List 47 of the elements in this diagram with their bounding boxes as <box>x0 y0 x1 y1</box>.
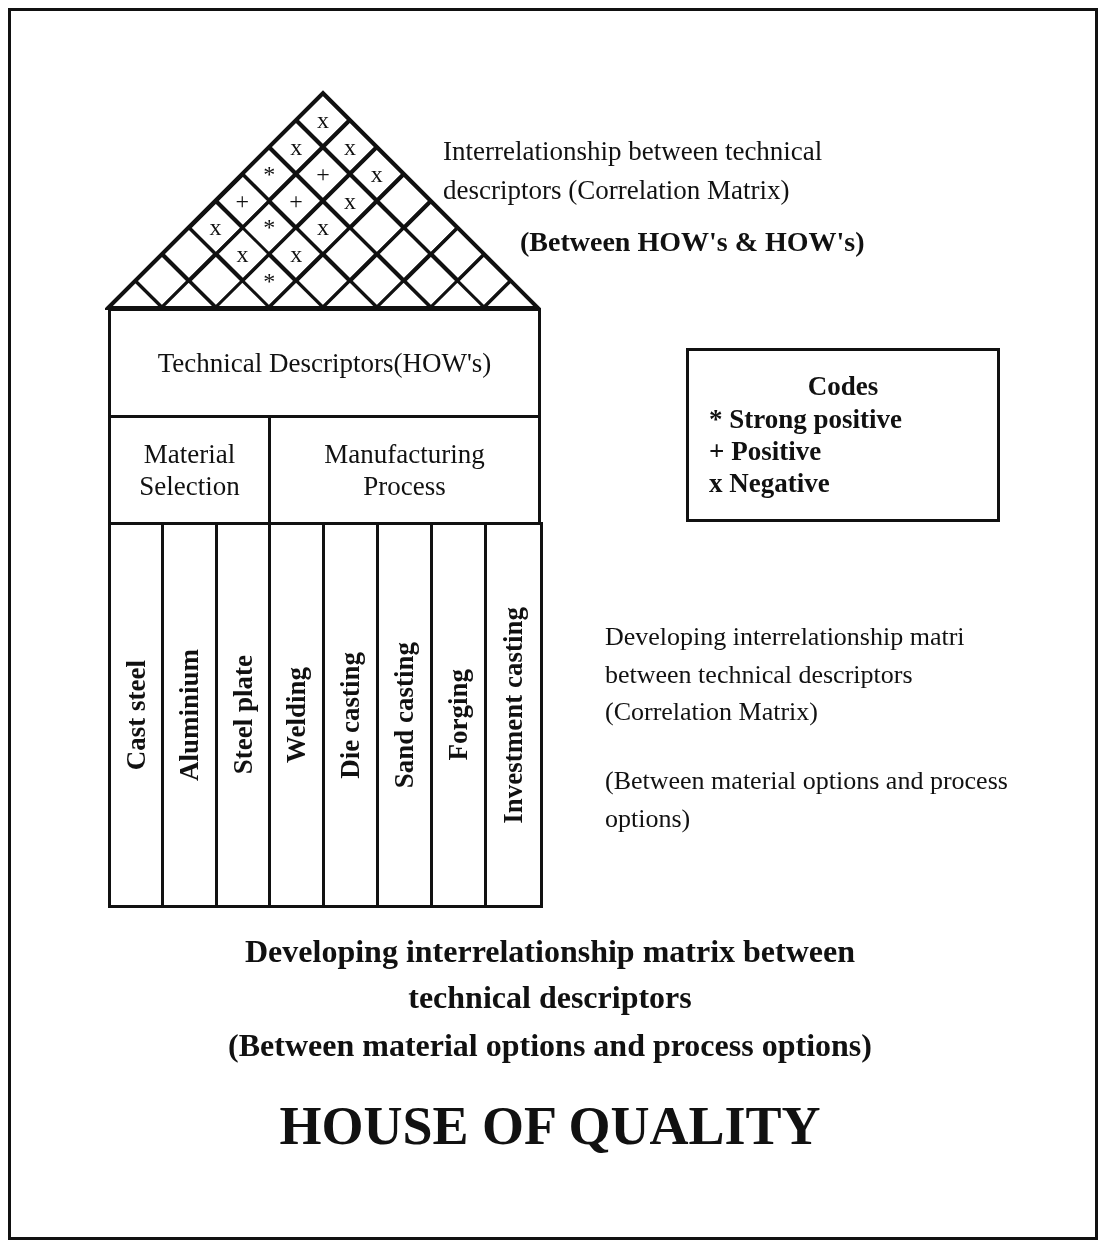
header-text: Technical Descriptors(HOW's) <box>157 346 492 380</box>
legend-box <box>686 348 1000 522</box>
column-heading: Forging <box>443 669 474 761</box>
correlation-symbol: + <box>235 188 250 213</box>
annotation-text: Developing interrelationship matri between technical descriptors (Correlation Matrix) <box>605 621 966 729</box>
column-heading: Steel plate <box>227 655 259 775</box>
annotation-text: Interrelationship between technical descriptors (Correlation Matrix) <box>443 135 824 208</box>
correlation-symbol: * <box>263 161 276 186</box>
diagram-title: HOUSE OF QUALITY <box>278 1095 822 1157</box>
correlation-symbol: x <box>343 188 356 213</box>
legend-entry: * Strong positive <box>709 402 903 435</box>
annotation-text: (Between HOW's & HOW's) <box>520 225 866 259</box>
correlation-symbol: x <box>317 215 329 240</box>
correlation-cell <box>134 254 189 308</box>
caption-text: Developing interrelationship matrix between technical descriptors <box>244 932 856 1018</box>
column-heading: Sand casting <box>389 641 420 789</box>
correlation-cell <box>430 227 485 282</box>
correlation-symbol: + <box>289 188 303 213</box>
correlation-cell <box>349 254 404 308</box>
column-heading: Investment casting <box>498 606 529 824</box>
correlation-symbol: x <box>236 242 249 267</box>
correlation-cell <box>376 227 431 282</box>
column-heading: Welding <box>281 667 312 763</box>
header-text: Manufacturing Process <box>323 437 486 503</box>
caption-text: (Between material options and process options) <box>227 1026 873 1065</box>
column-heading: Die casting <box>335 651 366 779</box>
correlation-symbol: x <box>370 161 383 186</box>
annotation-text: (Between material options and process options) <box>605 765 1009 835</box>
column-cell <box>108 522 164 908</box>
correlation-symbol: x <box>343 134 356 159</box>
correlation-symbol: x <box>290 134 303 159</box>
correlation-symbol: x <box>290 242 303 267</box>
column-heading: Cast steel <box>120 659 152 771</box>
column-cell <box>484 522 543 908</box>
correlation-cell <box>403 254 458 308</box>
header-text: Material Selection <box>138 437 241 503</box>
correlation-symbol: * <box>263 269 276 294</box>
correlation-symbol: x <box>317 107 329 132</box>
correlation-symbol: * <box>263 215 276 240</box>
legend-entry: + Positive <box>709 435 822 468</box>
header-band <box>108 308 541 418</box>
correlation-symbol: x <box>209 215 222 240</box>
correlation-cell <box>457 254 512 308</box>
legend-title: Codes <box>807 370 879 403</box>
legend-entry: x Negative <box>709 467 830 500</box>
correlation-symbol: + <box>316 161 330 186</box>
column-heading: Aluminium <box>174 648 205 781</box>
